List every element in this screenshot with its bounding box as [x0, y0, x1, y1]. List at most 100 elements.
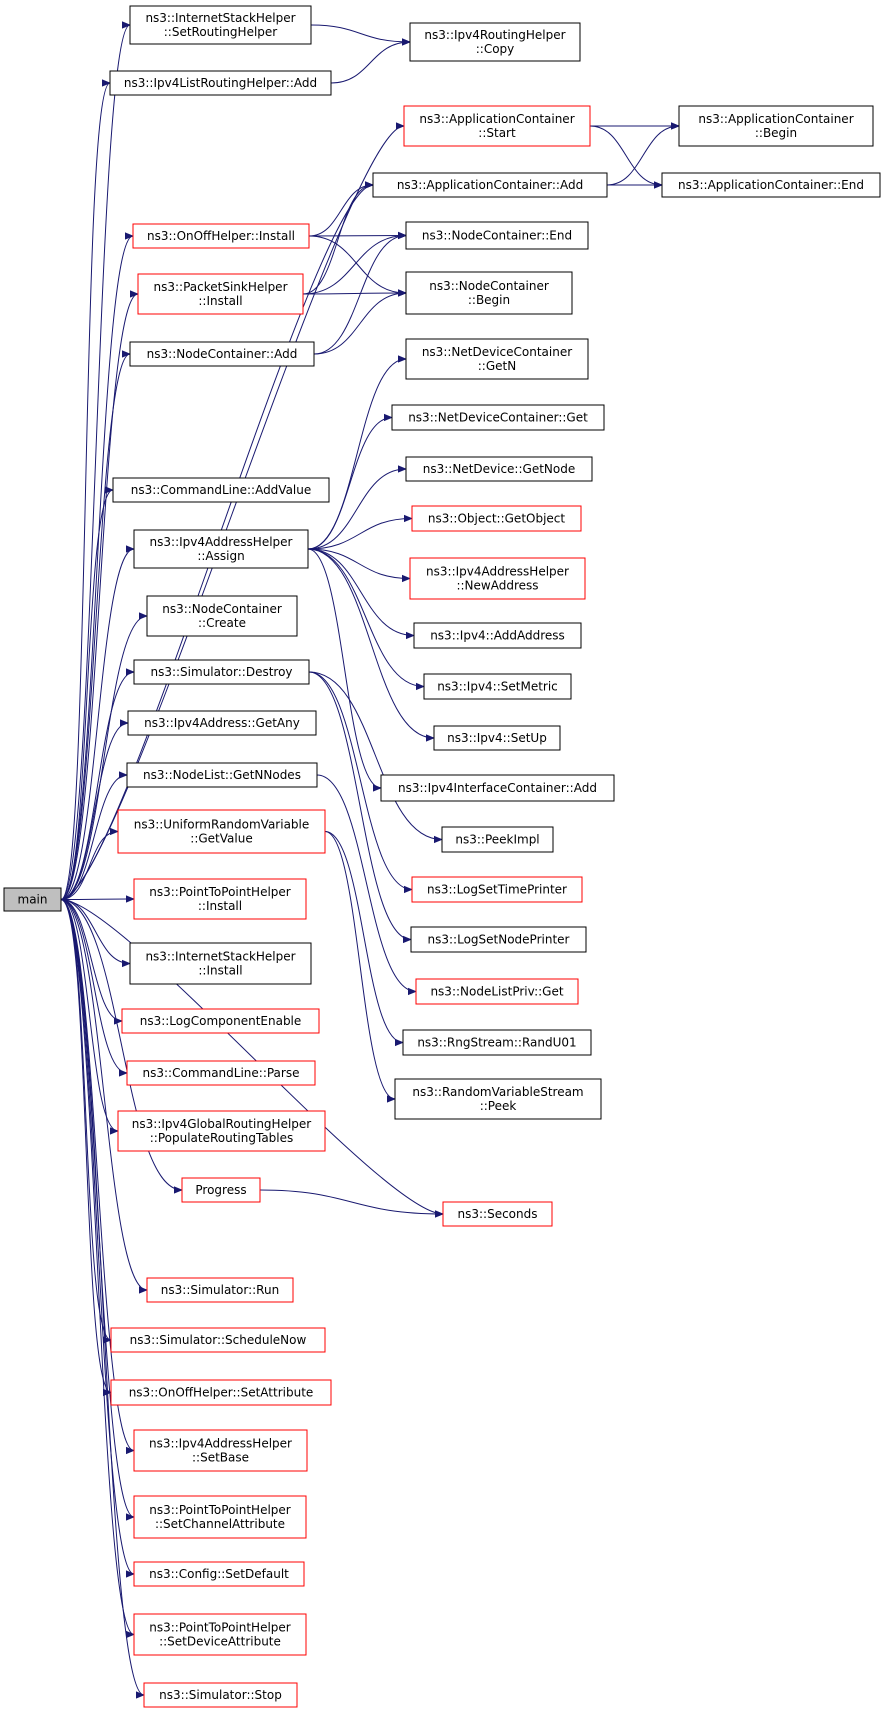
edge-main-to-onoff_setattr	[60, 899, 112, 1393]
node-label: ::GetN	[478, 359, 516, 373]
node-label: ::Create	[198, 616, 246, 630]
node-label: ns3::NetDeviceContainer	[422, 345, 572, 359]
node-sim-destroy[interactable]: ns3::Simulator::Destroy	[133, 659, 310, 685]
node-label: ns3::InternetStackHelper	[145, 950, 295, 964]
node-progress[interactable]: Progress	[181, 1177, 261, 1203]
node-box	[380, 774, 615, 802]
function-nodes: main ns3::InternetStackHelper::SetRouting…	[3, 5, 881, 1708]
node-label: ns3::RngStream::RandU01	[417, 1036, 576, 1050]
node-label: ns3::UniformRandomVariable	[134, 818, 310, 832]
edge-ipv4ah_assign-to-ipv4ic_add	[307, 548, 382, 788]
node-logcomponentenable[interactable]: ns3::LogComponentEnable	[121, 1008, 320, 1034]
edge-ipv4ah_assign-to-obj_getobject	[307, 519, 412, 550]
node-label: ::GetValue	[190, 832, 252, 846]
node-label: ns3::LogSetTimePrinter	[427, 883, 567, 897]
node-label: ns3::RandomVariableStream	[412, 1085, 583, 1099]
node-cl-addvalue[interactable]: ns3::CommandLine::AddValue	[112, 477, 330, 503]
node-nc-end[interactable]: ns3::NodeContainer::End	[405, 221, 589, 250]
node-cl-parse[interactable]: ns3::CommandLine::Parse	[126, 1060, 316, 1086]
node-ac-add[interactable]: ns3::ApplicationContainer::Add	[372, 172, 608, 198]
node-ac-begin[interactable]: ns3::ApplicationContainer::Begin	[678, 105, 874, 147]
edge-main-to-psh_install	[60, 294, 139, 900]
node-ipv4grh-populate[interactable]: ns3::Ipv4GlobalRoutingHelper::PopulateRo…	[117, 1110, 326, 1152]
edge-main-to-p2p_install	[60, 899, 134, 900]
node-obj-getobject[interactable]: ns3::Object::GetObject	[411, 505, 582, 532]
node-p2p-setdeviceattr[interactable]: ns3::PointToPointHelper::SetDeviceAttrib…	[133, 1613, 307, 1656]
node-config-setdefault[interactable]: ns3::Config::SetDefault	[133, 1561, 305, 1587]
node-ndc-getn[interactable]: ns3::NetDeviceContainer::GetN	[405, 338, 589, 380]
node-rvs-peek[interactable]: ns3::RandomVariableStream::Peek	[394, 1078, 602, 1120]
node-ipv4addr-getany[interactable]: ns3::Ipv4Address::GetAny	[127, 710, 317, 736]
node-box	[402, 1029, 592, 1056]
edge-main-to-ipv4ah_assign	[60, 549, 135, 900]
node-label: ::Assign	[197, 549, 244, 563]
edge-sim_destroy-to-logsetnodeprinter	[308, 671, 411, 940]
node-label: ::Begin	[755, 126, 797, 140]
node-sim-schedulenow[interactable]: ns3::Simulator::ScheduleNow	[110, 1327, 326, 1353]
node-nl-getnnodes[interactable]: ns3::NodeList::GetNNodes	[126, 762, 318, 788]
node-rng-randu01[interactable]: ns3::RngStream::RandU01	[402, 1029, 592, 1056]
node-ac-end[interactable]: ns3::ApplicationContainer::End	[661, 172, 881, 198]
edge-main-to-cl_addvalue	[60, 490, 114, 900]
node-ipv4ah-setbase[interactable]: ns3::Ipv4AddressHelper::SetBase	[133, 1429, 308, 1472]
node-label: ns3::NodeContainer	[429, 279, 549, 293]
node-label: ns3::Simulator::Destroy	[150, 665, 292, 679]
node-nd-getnode[interactable]: ns3::NetDevice::GetNode	[405, 456, 593, 482]
edge-ish_setrouting-to-ipv4rh_copy	[310, 24, 410, 42]
node-box	[132, 223, 310, 249]
node-ipv4ic-add[interactable]: ns3::Ipv4InterfaceContainer::Add	[380, 774, 615, 802]
node-nlpriv-get[interactable]: ns3::NodeListPriv::Get	[415, 978, 579, 1005]
node-nc-create[interactable]: ns3::NodeContainer::Create	[146, 595, 298, 637]
node-peekimpl[interactable]: ns3::PeekImpl	[441, 826, 554, 853]
node-box	[415, 978, 579, 1005]
edge-ipv4ah_assign-to-ipv4_setup	[307, 548, 434, 738]
node-label: ::SetBase	[192, 1451, 249, 1465]
node-main[interactable]: main	[3, 887, 62, 912]
node-sim-run[interactable]: ns3::Simulator::Run	[146, 1277, 294, 1303]
node-ish-install[interactable]: ns3::InternetStackHelper::Install	[129, 942, 312, 985]
node-urv-getvalue[interactable]: ns3::UniformRandomVariable::GetValue	[117, 809, 326, 854]
node-label: ::Peek	[480, 1099, 517, 1113]
node-label: ns3::NetDevice::GetNode	[423, 462, 575, 476]
node-ac-start[interactable]: ns3::ApplicationContainer::Start	[403, 105, 591, 147]
node-ipv4lrh-add[interactable]: ns3::Ipv4ListRoutingHelper::Add	[109, 70, 332, 96]
node-box	[403, 105, 591, 147]
node-label: ns3::NodeListPriv::Get	[430, 985, 563, 999]
node-box	[423, 673, 572, 700]
edge-psh_install-to-nc_begin	[302, 293, 406, 294]
node-onoff-setattr[interactable]: ns3::OnOffHelper::SetAttribute	[110, 1379, 332, 1406]
node-box	[181, 1177, 261, 1203]
node-ipv4rh-copy[interactable]: ns3::Ipv4RoutingHelper::Copy	[409, 22, 581, 62]
node-logsettimeprinter[interactable]: ns3::LogSetTimePrinter	[411, 876, 583, 903]
node-ipv4-addaddr[interactable]: ns3::Ipv4::AddAddress	[413, 622, 582, 649]
node-label: ns3::Ipv4AddressHelper	[150, 535, 293, 549]
node-psh-install[interactable]: ns3::PacketSinkHelper::Install	[137, 273, 304, 315]
node-label: ::NewAddress	[456, 579, 538, 593]
node-box	[110, 1379, 332, 1406]
node-nc-add[interactable]: ns3::NodeContainer::Add	[129, 341, 315, 367]
node-label: ns3::Object::GetObject	[428, 512, 566, 526]
node-ipv4ah-newaddr[interactable]: ns3::Ipv4AddressHelper::NewAddress	[409, 557, 586, 600]
node-ndc-get[interactable]: ns3::NetDeviceContainer::Get	[391, 404, 605, 431]
node-ipv4-setmetric[interactable]: ns3::Ipv4::SetMetric	[423, 673, 572, 700]
node-label: ns3::Ipv4Address::GetAny	[144, 716, 300, 730]
node-sim-stop[interactable]: ns3::Simulator::Stop	[143, 1682, 298, 1708]
node-p2p-install[interactable]: ns3::PointToPointHelper::Install	[133, 878, 307, 920]
node-nc-begin[interactable]: ns3::NodeContainer::Begin	[405, 271, 573, 315]
node-seconds[interactable]: ns3::Seconds	[442, 1201, 553, 1227]
edge-main-to-ish_setrouting	[60, 25, 131, 900]
node-label: ns3::OnOffHelper::SetAttribute	[129, 1386, 314, 1400]
node-box	[391, 404, 605, 431]
node-logsetnodeprinter[interactable]: ns3::LogSetNodePrinter	[410, 926, 587, 953]
node-ipv4ah-assign[interactable]: ns3::Ipv4AddressHelper::Assign	[133, 529, 309, 569]
node-label: Progress	[195, 1183, 246, 1197]
node-box	[405, 271, 573, 315]
edge-main-to-p2p_setdeviceattr	[60, 899, 135, 1635]
node-ish-setrouting[interactable]: ns3::InternetStackHelper::SetRoutingHelp…	[129, 5, 312, 45]
node-onoff-install[interactable]: ns3::OnOffHelper::Install	[132, 223, 310, 249]
node-box	[133, 529, 309, 569]
node-ipv4-setup[interactable]: ns3::Ipv4::SetUp	[433, 725, 561, 751]
node-p2p-setchannelattr[interactable]: ns3::PointToPointHelper::SetChannelAttri…	[133, 1495, 307, 1539]
node-box	[409, 557, 586, 600]
